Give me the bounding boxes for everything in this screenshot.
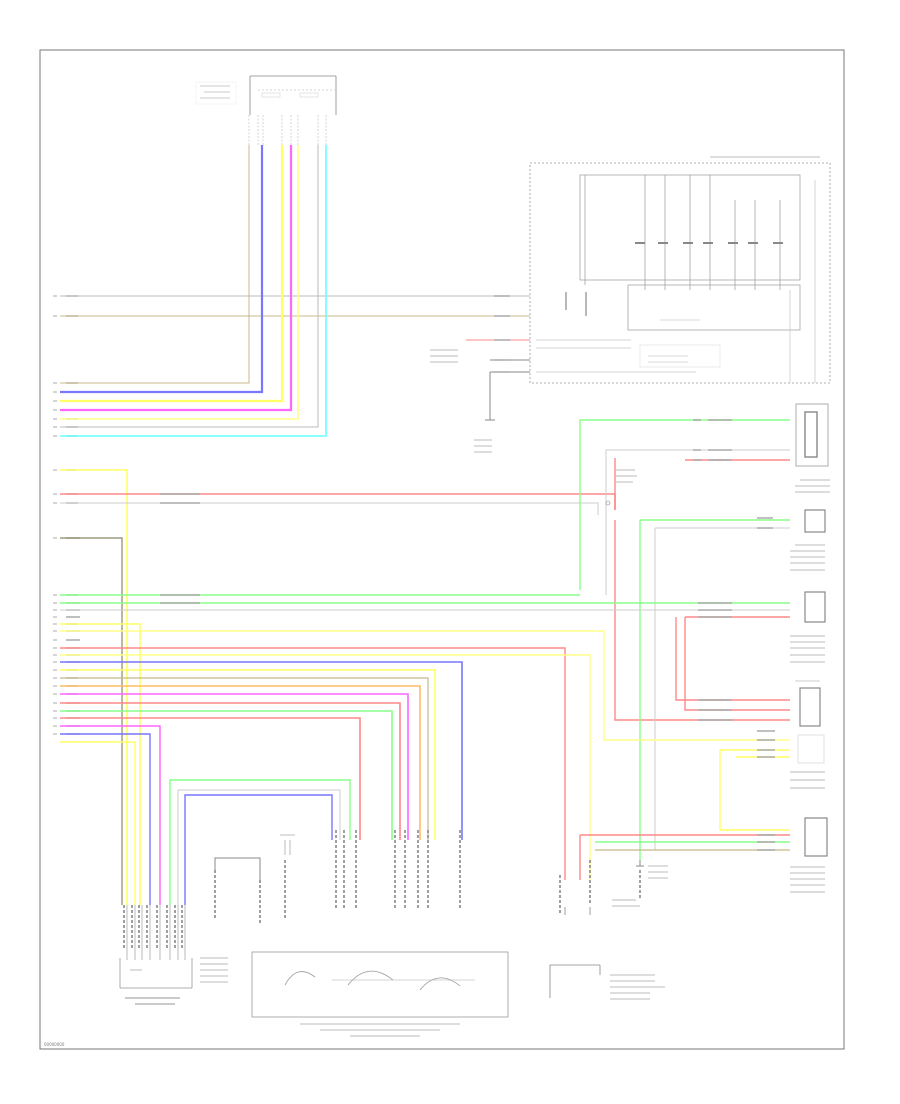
diagram-frame	[39, 49, 845, 1050]
right-wire-labels	[160, 295, 775, 851]
right-control-module	[529, 156, 831, 384]
ground-symbols	[485, 415, 668, 879]
wire-yellow-low	[60, 623, 141, 905]
wires	[60, 145, 790, 960]
sensor-2	[790, 509, 826, 571]
left-pin-labels	[53, 295, 80, 735]
wire-ground-module	[489, 359, 530, 415]
wire-gray-sensor2	[654, 527, 790, 850]
wire-orange-low	[60, 685, 421, 840]
wire-yellow-low3	[60, 654, 591, 880]
wire-red-low	[60, 702, 401, 840]
wire-yellow2-top	[60, 145, 299, 420]
wire-yellow-low4	[60, 669, 436, 840]
pin-blocks	[123, 830, 641, 950]
wire-red-mid	[60, 493, 616, 510]
wire-red-sensor3	[684, 616, 790, 711]
wire-green-sensor1	[579, 419, 790, 590]
wire-yellow-top	[60, 145, 284, 403]
wire-darktan-vert	[60, 537, 123, 905]
wire-gray-arch	[177, 789, 341, 905]
wire-pink-low2	[60, 725, 161, 905]
wire-gray-top	[60, 145, 319, 428]
bottom-left-connector	[119, 958, 193, 1005]
sensor-5	[790, 817, 828, 893]
wire-yellow-right2	[719, 749, 790, 831]
wire-red-low3	[60, 717, 361, 840]
wire-pink-low	[60, 693, 409, 840]
wire-blue-low2	[60, 733, 151, 905]
wire-blue-arch	[184, 794, 333, 905]
wire-red-sensor3b	[675, 617, 790, 701]
wire-blue-top	[60, 145, 264, 394]
wire-cyan-top	[60, 145, 327, 437]
wire-red-sensor5	[579, 834, 790, 880]
wire-red-sensor1	[614, 458, 790, 721]
bottom-right-component	[549, 899, 665, 1000]
bottom-small-component	[200, 857, 261, 983]
wire-tan-low	[60, 677, 429, 840]
wire-yellow-vert	[60, 469, 128, 905]
wire-tan-top	[60, 145, 250, 384]
wire-green-sensor2	[639, 519, 790, 860]
wire-red-low2	[60, 647, 566, 880]
transmission-unit	[251, 834, 509, 1037]
wire-blue-low	[60, 661, 463, 840]
wire-green-arch	[169, 779, 351, 905]
diagram-code: 00000000	[44, 1042, 65, 1047]
sensor-3	[790, 591, 826, 663]
wire-yellow-right1	[60, 630, 790, 741]
sensor-4	[790, 680, 825, 789]
wire-pink-top	[60, 145, 293, 412]
wire-gray-sensor1	[605, 449, 790, 595]
wire-gray-mid	[60, 502, 599, 515]
sensor-1	[795, 403, 830, 493]
top-connector	[195, 75, 337, 145]
wire-yellow-low5	[60, 741, 136, 905]
wire-green-low3	[60, 710, 393, 840]
